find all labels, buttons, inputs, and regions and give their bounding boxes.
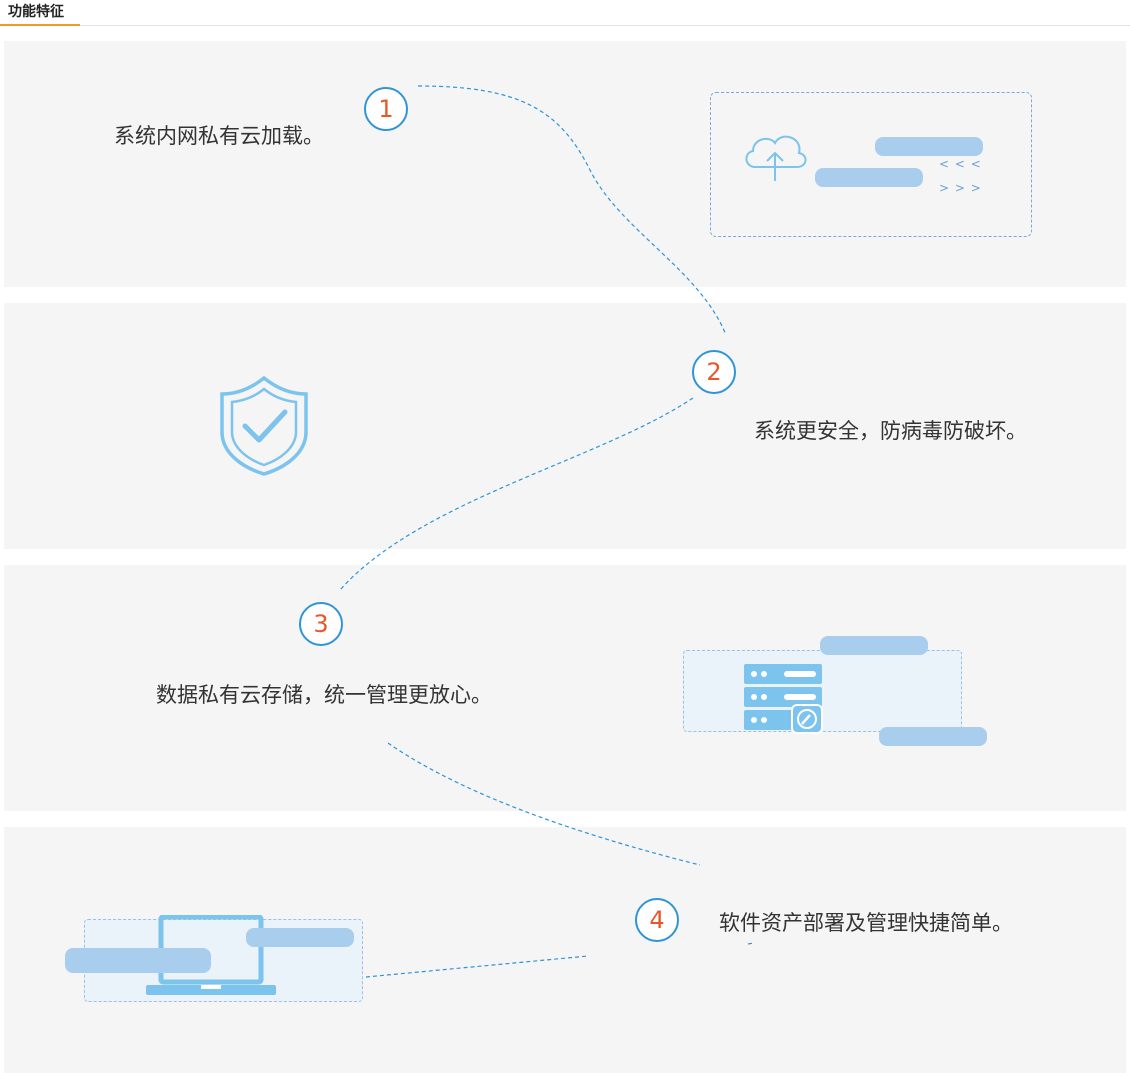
section-title: 功能特征 (8, 4, 64, 20)
title-underline (0, 24, 80, 26)
arrows-left: < < < (939, 157, 982, 171)
step-badge-4: 4 (635, 898, 679, 942)
cloud-upload-icon (745, 135, 807, 181)
feature-panel-2 (4, 303, 1126, 549)
placeholder-bar (820, 636, 928, 655)
feature-1-text: 系统内网私有云加载。 (114, 124, 324, 148)
arrows-right: > > > (939, 181, 982, 195)
server-edit-icon (744, 664, 823, 734)
step-badge-1: 1 (364, 87, 408, 131)
placeholder-bar (246, 928, 354, 947)
section-header: 功能特征 (0, 0, 1130, 26)
feature-2-text: 系统更安全，防病毒防破坏。 (754, 419, 1027, 443)
cloud-upload-card: < < < > > > (710, 92, 1032, 237)
placeholder-bar (815, 168, 923, 187)
shield-check-icon (220, 375, 308, 476)
placeholder-bar (875, 137, 983, 156)
feature-3-text: 数据私有云存储，统一管理更放心。 (156, 683, 492, 707)
placeholder-bar (879, 727, 987, 746)
feature-4-text: 软件资产部署及管理快捷简单。 (719, 911, 1013, 935)
placeholder-bar (65, 948, 211, 973)
step-badge-2: 2 (692, 350, 736, 394)
step-badge-3: 3 (299, 602, 343, 646)
feature-panel-1 (4, 41, 1126, 287)
